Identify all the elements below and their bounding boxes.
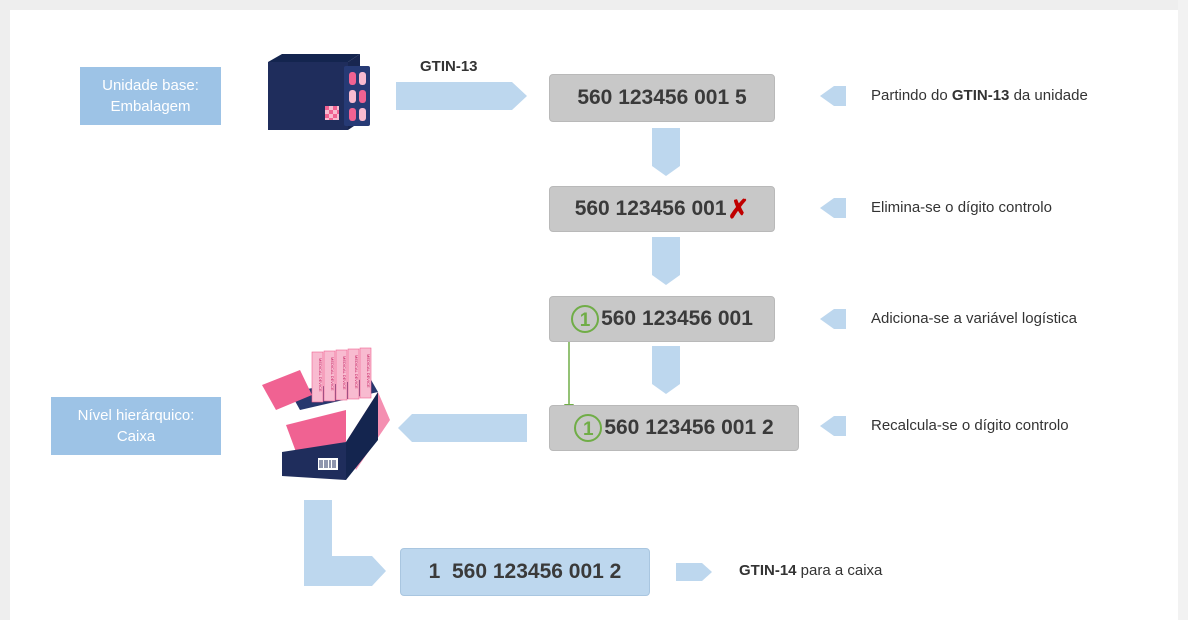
- code-step2: 560 123456 001✗: [549, 186, 775, 232]
- gtin14-caption: GTIN-14 para a caixa: [739, 562, 882, 579]
- arrow-down-1: [652, 128, 680, 176]
- hierarchy-level-label: Nível hierárquico: Caixa: [51, 397, 221, 455]
- carton-label-4: MEDICAL DEVICE: [354, 355, 359, 389]
- medicine-package-icon: [268, 54, 370, 130]
- arrow-down-3: [652, 346, 680, 394]
- step4-description: Recalcula-se o dígito controlo: [871, 417, 1069, 434]
- base-unit-line1: Unidade base:: [102, 77, 199, 94]
- step3-description: Adiciona-se a variável logística: [871, 310, 1077, 327]
- step1-description: Partindo do GTIN-13 da unidade: [871, 87, 1088, 104]
- code-step2-text: 560 123456 001: [574, 197, 727, 220]
- arrow-down-2: [652, 237, 680, 285]
- carton-stack: MEDICAL DEVICE MEDICAL DEVICE MEDICAL DEVI…: [311, 347, 372, 403]
- carton-5: [359, 347, 372, 399]
- gtin14-rest: para a caixa: [796, 562, 883, 579]
- carton-label-1: MEDICAL DEVICE: [318, 358, 323, 392]
- step1-post: da unidade: [1009, 87, 1088, 104]
- arrow-to-gtin14: [676, 563, 712, 581]
- carton-label-5: MEDICAL DEVICE: [366, 354, 371, 388]
- carton-3: [335, 349, 348, 401]
- arrow-code-to-box: [398, 414, 527, 442]
- top-border: [0, 0, 1188, 10]
- carton-2: [323, 350, 336, 402]
- code-step1-text: 560 123456 001 5: [577, 86, 747, 109]
- code-step1: 560 123456 001 5: [549, 74, 775, 122]
- carton-label-2: MEDICAL DEVICE: [330, 357, 335, 391]
- pointer-step3: [820, 309, 846, 329]
- pointer-step4: [820, 416, 846, 436]
- removed-digit-x-icon: ✗: [727, 193, 750, 224]
- carton-4: [347, 348, 360, 400]
- hierarchy-line1: Nível hierárquico:: [77, 407, 195, 424]
- hierarchy-line2: Caixa: [116, 428, 156, 445]
- code-final-text: 1 560 123456 001 2: [428, 560, 622, 583]
- arrow-l-shape: [304, 500, 386, 586]
- code-step3-text: 560 123456 001: [601, 307, 753, 330]
- gtin14-bold: GTIN-14: [739, 562, 797, 579]
- step1-pre: Partindo do: [871, 87, 952, 104]
- carton-label-3: MEDICAL DEVICE: [342, 356, 347, 390]
- logistic-digit-circle-2: 1: [574, 414, 603, 442]
- step1-bold: GTIN-13: [951, 87, 1010, 104]
- base-unit-line2: Embalagem: [110, 98, 191, 115]
- gtin13-label: GTIN-13: [420, 58, 478, 75]
- carton-1: [311, 351, 324, 403]
- pointer-step1: [820, 86, 846, 106]
- code-final-gtin14: 1 560 123456 001 2: [400, 548, 650, 596]
- step2-description: Elimina-se o dígito controlo: [871, 199, 1052, 216]
- left-border: [0, 0, 10, 620]
- pointer-step2: [820, 198, 846, 218]
- right-border: [1178, 0, 1188, 620]
- code-step4-text: 560 123456 001 2: [604, 416, 774, 439]
- shipping-box-icon: MEDICAL DEVICE MEDICAL DEVICE MEDICAL DEVI…: [262, 347, 390, 480]
- logistic-digit-circle: 1: [571, 305, 600, 333]
- base-unit-label: Unidade base: Embalagem: [80, 67, 221, 125]
- arrow-base-to-code: [396, 82, 527, 110]
